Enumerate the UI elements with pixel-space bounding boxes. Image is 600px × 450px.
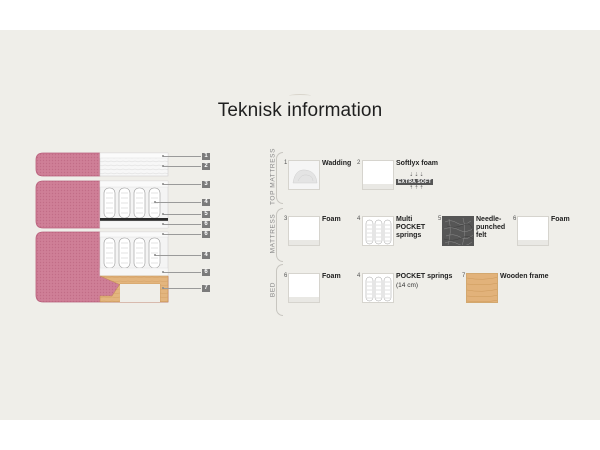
title-ornament bbox=[289, 94, 311, 98]
legend-name: Needle-punched felt bbox=[476, 216, 506, 239]
callout-number: 6 bbox=[202, 269, 210, 276]
legend-number: 5 bbox=[438, 216, 442, 222]
callout-leader bbox=[163, 224, 201, 225]
callout-dot bbox=[162, 165, 164, 167]
extra-soft-badge: EXTRA SOFT bbox=[396, 179, 434, 185]
callout-dot bbox=[162, 183, 164, 185]
callout-dot bbox=[162, 287, 164, 289]
softlyx-foam-swatch bbox=[362, 160, 394, 190]
legend-name: POCKET springs bbox=[396, 273, 453, 280]
callout-leader bbox=[163, 272, 201, 273]
section-bracket bbox=[276, 264, 283, 316]
section-bracket bbox=[276, 152, 283, 204]
legend-name: Wooden frame bbox=[500, 273, 549, 280]
legend-number: 4 bbox=[357, 273, 361, 279]
legend-name: Foam bbox=[322, 216, 341, 223]
pocket-springs-swatch bbox=[362, 273, 394, 303]
callout-leader bbox=[163, 166, 201, 167]
callout-number: 6 bbox=[202, 231, 210, 238]
callout-dot bbox=[162, 213, 164, 215]
section-bracket bbox=[276, 208, 283, 262]
legend-name: Wadding bbox=[322, 160, 352, 167]
arrows-down-icon: ⇣⇣⇣ bbox=[409, 172, 425, 178]
callout-number: 6 bbox=[202, 221, 210, 228]
callout-dot bbox=[162, 155, 164, 157]
mattress-section bbox=[35, 180, 169, 229]
foam-swatch bbox=[288, 273, 320, 303]
callout-dot bbox=[162, 223, 164, 225]
legend-name: Foam bbox=[551, 216, 570, 223]
multi-pocket-springs-swatch bbox=[362, 216, 394, 246]
top-mattress-section bbox=[35, 152, 169, 177]
needle-punched-felt-swatch bbox=[442, 216, 474, 246]
bed-base-section bbox=[35, 231, 169, 303]
legend-number: 7 bbox=[462, 273, 466, 279]
legend-number: 6 bbox=[513, 216, 517, 222]
callout-dot bbox=[154, 254, 156, 256]
legend-name: Foam bbox=[322, 273, 341, 280]
callout-leader bbox=[163, 156, 201, 157]
legend-name: Multi POCKET springs bbox=[396, 216, 426, 239]
callout-leader bbox=[155, 202, 201, 203]
legend-number: 1 bbox=[284, 160, 288, 166]
callout-dot bbox=[162, 271, 164, 273]
legend-name: Softlyx foam bbox=[396, 160, 439, 167]
callout-number: 3 bbox=[202, 181, 210, 188]
callout-number: 1 bbox=[202, 153, 210, 160]
callout-number: 2 bbox=[202, 163, 210, 170]
callout-leader bbox=[163, 214, 201, 215]
callout-leader bbox=[163, 184, 201, 185]
callout-number: 5 bbox=[202, 211, 210, 218]
callout-leader bbox=[155, 255, 201, 256]
legend-subtitle: (14 cm) bbox=[396, 282, 419, 289]
page-title: Teknisk information bbox=[217, 100, 383, 121]
foam-swatch bbox=[517, 216, 549, 246]
callout-number: 4 bbox=[202, 199, 210, 206]
callout-number: 4 bbox=[202, 252, 210, 259]
legend-number: 2 bbox=[357, 160, 361, 166]
wadding-swatch bbox=[288, 160, 320, 190]
callout-dot bbox=[154, 201, 156, 203]
wooden-frame-swatch bbox=[466, 273, 498, 303]
callout-leader bbox=[163, 288, 201, 289]
foam-swatch bbox=[288, 216, 320, 246]
legend-number: 6 bbox=[284, 273, 288, 279]
section-label-bed: BED bbox=[269, 281, 277, 298]
legend-number: 3 bbox=[284, 216, 288, 222]
legend-number: 4 bbox=[357, 216, 361, 222]
arrows-up-icon: ⇡⇡⇡ bbox=[409, 185, 425, 191]
callout-dot bbox=[162, 233, 164, 235]
callout-leader bbox=[163, 234, 201, 235]
callout-number: 7 bbox=[202, 285, 210, 292]
